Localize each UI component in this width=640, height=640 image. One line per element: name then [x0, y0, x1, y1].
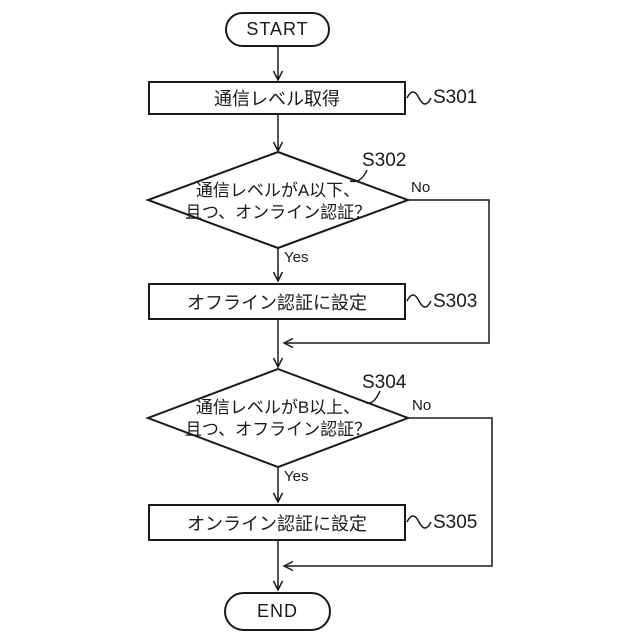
decision-s304-line1: 通信レベルがB以上、 [195, 398, 361, 417]
decision-s302-line1: 通信レベルがA以下、 [195, 181, 361, 200]
ref-tilde-s305 [406, 515, 432, 529]
branch-no-s304: No [412, 397, 432, 414]
arrowhead-merge-above-s304 [282, 337, 294, 349]
step-ref-s304: S304 [362, 372, 407, 393]
process-s301-label: 通信レベル取得 [214, 89, 340, 109]
end-label: END [256, 601, 298, 621]
decision-s304-text: 通信レベルがB以上、 且つ、オフライン認証？ [148, 397, 408, 441]
ref-tilde-s301 [406, 91, 432, 105]
step-ref-s301: S301 [433, 87, 478, 108]
end-terminal: END [224, 592, 331, 631]
arrowhead-into-end [272, 580, 284, 592]
process-s303: オフライン認証に設定 [148, 283, 406, 320]
arrowhead-merge-above-end [282, 560, 294, 572]
ref-tilde-s303 [406, 294, 432, 308]
branch-yes-s304: Yes [284, 468, 309, 485]
connector-s304-no-branch [286, 417, 493, 567]
start-label: START [246, 19, 309, 39]
decision-s302-text: 通信レベルがA以下、 且つ、オンライン認証？ [148, 180, 408, 224]
step-ref-s303: S303 [433, 291, 478, 312]
process-s305: オンライン認証に設定 [148, 504, 406, 541]
decision-s304-line2: 且つ、オフライン認証？ [184, 420, 372, 439]
branch-no-s302: No [411, 179, 431, 196]
connector-s302-no-branch [286, 199, 490, 344]
arrowhead-into-s305 [272, 492, 284, 504]
arrowhead-into-s301 [272, 70, 284, 82]
decision-s302-line2: 且つ、オンライン認証？ [184, 203, 372, 222]
start-terminal: START [225, 12, 330, 47]
process-s301: 通信レベル取得 [148, 81, 406, 115]
arrowhead-into-s304 [272, 357, 284, 369]
ref-pointer-s304 [365, 390, 381, 404]
arrowhead-into-s303 [272, 271, 284, 283]
process-s305-label: オンライン認証に設定 [187, 513, 367, 534]
ref-pointer-s302 [349, 169, 368, 183]
process-s303-label: オフライン認証に設定 [187, 292, 367, 313]
branch-yes-s302: Yes [284, 249, 309, 266]
step-ref-s302: S302 [362, 150, 407, 171]
step-ref-s305: S305 [433, 512, 478, 533]
